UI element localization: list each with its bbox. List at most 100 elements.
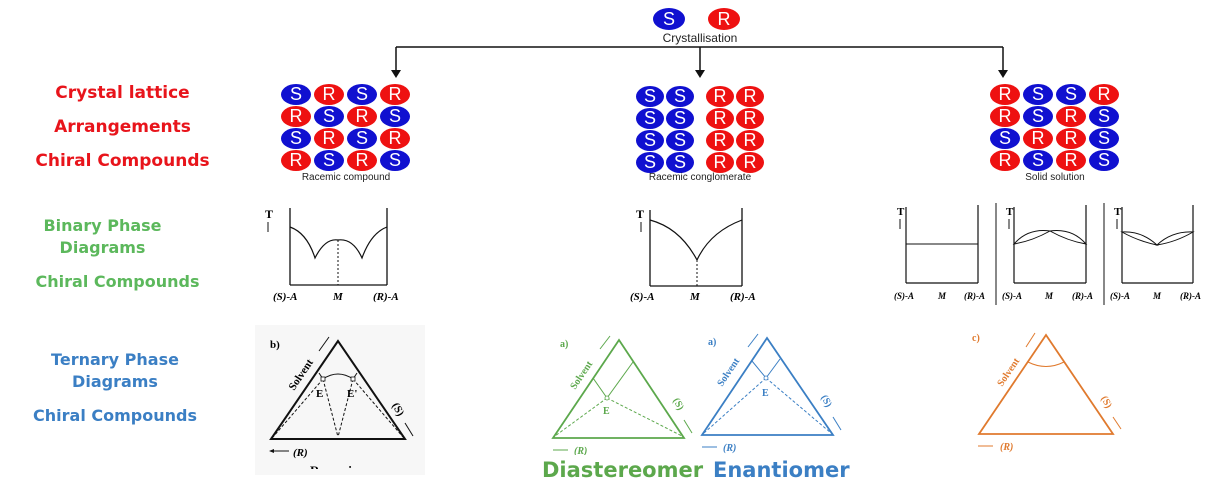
side-left-tick xyxy=(747,333,759,348)
lattice-ball-r: R xyxy=(380,128,410,149)
point-e-label: E xyxy=(316,388,323,400)
caption-racemic-compound: Racemic compound xyxy=(301,172,391,183)
legend-s-ball: S xyxy=(653,8,685,30)
side-left-tick xyxy=(318,336,330,352)
side-bottom-arrowhead xyxy=(269,449,274,453)
side-right-label: (S) xyxy=(1098,394,1113,410)
lattice-ball-r: R xyxy=(347,150,377,171)
label-binary-1: Binary Phase xyxy=(43,216,162,235)
lattice-ball-s: S xyxy=(314,106,344,127)
lattice-ball-r: R xyxy=(1056,106,1086,127)
x-label-m: M xyxy=(937,291,947,301)
x-label-r: (R)-A xyxy=(730,291,756,303)
lens-left xyxy=(1012,230,1052,245)
lattice-ball-s: S xyxy=(636,108,664,129)
binary-diagram-racemic-conglomerate: T (S)-A M (R)-A xyxy=(630,207,756,303)
triangle xyxy=(977,333,1115,435)
label-crystal-1: Crystal lattice xyxy=(55,83,190,103)
binary-diagrams-solid-solution: T (S)-A M (R)-A T (S)-A M (R)-A T (S)-A … xyxy=(894,203,1201,305)
lattice-ball-r: R xyxy=(380,84,410,105)
x-label-m: M xyxy=(1152,291,1162,301)
side-bottom-label: (R) xyxy=(723,443,736,454)
label-crystal-3: Chiral Compounds xyxy=(35,151,210,171)
lattice-ball-r: R xyxy=(281,150,311,171)
lattice-ball-r: R xyxy=(1023,128,1053,149)
ternary-racemic-compound: b) E E' Solvent (S) (R) Racemic xyxy=(255,325,425,488)
x-label-m: M xyxy=(1044,291,1054,301)
lattice-ball-r: R xyxy=(706,130,734,151)
lens-right xyxy=(1155,231,1195,246)
lattice-ball-r: R xyxy=(990,106,1020,127)
triangle xyxy=(551,338,686,439)
lattice-ball-s: S xyxy=(636,152,664,173)
binary-solid-solution-ideal: T (S)-A M (R)-A xyxy=(894,205,985,301)
x-label-s: (S)-A xyxy=(273,291,297,303)
lattice-ball-s: S xyxy=(990,128,1020,149)
side-right-tick xyxy=(404,422,414,437)
side-left-label: Solvent xyxy=(568,359,595,392)
label-ternary-2: Diagrams xyxy=(72,372,158,391)
lattice-ball-s: S xyxy=(666,108,694,129)
side-left-tick xyxy=(1025,332,1036,348)
side-left-label: Solvent xyxy=(715,356,742,389)
dash-right xyxy=(606,397,683,437)
tie-left xyxy=(751,360,767,379)
arrow-left xyxy=(391,70,401,78)
lattice-ball-r: R xyxy=(706,86,734,107)
solubility-arc xyxy=(322,373,354,380)
ternary-enantiomer: a) E Solvent (S) (R) xyxy=(700,333,842,454)
lattice-ball-r: R xyxy=(736,86,764,107)
dash-left xyxy=(703,377,767,434)
lattice-ball-s: S xyxy=(347,128,377,149)
legend-r-ball: R xyxy=(708,8,740,30)
axis-t-label: T xyxy=(1006,206,1014,218)
x-label-s: (S)-A xyxy=(630,291,654,303)
lattice-ball-s: S xyxy=(666,86,694,107)
lattice-ball-s: S xyxy=(666,152,694,173)
x-label-r: (R)-A xyxy=(1072,291,1093,301)
side-bottom-label: (R) xyxy=(1000,442,1013,453)
panel-label: b) xyxy=(270,339,280,351)
lattice-ball-s: S xyxy=(666,130,694,151)
lattice-ball-r: R xyxy=(990,150,1020,171)
lattice-ball-s: S xyxy=(1023,84,1053,105)
crystallisation-title: Crystallisation xyxy=(662,31,738,45)
side-right-tick xyxy=(683,419,693,434)
binary-solid-solution-minimum: T (S)-A M (R)-A xyxy=(1110,205,1201,301)
side-bottom-label: (R) xyxy=(293,447,308,459)
lattice-ball-r: R xyxy=(736,108,764,129)
triangle xyxy=(700,336,835,436)
lattice-ball-r: R xyxy=(706,152,734,173)
point-e-label: E xyxy=(762,388,769,399)
caption-enantiomer: Enantiomer xyxy=(713,458,850,482)
point-e-marker xyxy=(763,375,769,381)
triangle xyxy=(269,339,407,440)
side-right-tick xyxy=(832,416,842,431)
ternary-solid-solution: c) Solvent (S) (R) xyxy=(972,332,1122,453)
dash-e-left xyxy=(272,378,324,438)
x-label-r: (R)-A xyxy=(373,291,399,303)
x-label-s: (S)-A xyxy=(1110,291,1130,301)
lattice-ball-s: S xyxy=(1089,128,1119,149)
caption-solid-solution: Solid solution xyxy=(1025,172,1085,183)
axis-t-label: T xyxy=(897,206,905,218)
lattice-ball-r: R xyxy=(1056,128,1086,149)
point-e2-label: E' xyxy=(347,388,357,400)
lattice-ball-r: R xyxy=(736,152,764,173)
lens-left xyxy=(1120,231,1159,246)
x-label-s: (S)-A xyxy=(1002,291,1022,301)
label-ternary-1: Ternary Phase xyxy=(51,350,179,369)
point-e-label: E xyxy=(603,406,610,417)
ternary-diastereomer: a) E Solvent (S) (R) xyxy=(551,335,693,455)
label-crystal-2: Arrangements xyxy=(54,117,191,137)
lattice-ball-s: S xyxy=(1023,150,1053,171)
x-label-r: (R)-A xyxy=(964,291,985,301)
crystallisation-tree xyxy=(391,46,1008,78)
side-right-label: (S) xyxy=(818,393,833,409)
lattice-ball-s: S xyxy=(1089,106,1119,127)
lattice-ball-s: S xyxy=(380,106,410,127)
point-e-marker xyxy=(604,395,610,401)
panel-label: a) xyxy=(708,337,716,348)
